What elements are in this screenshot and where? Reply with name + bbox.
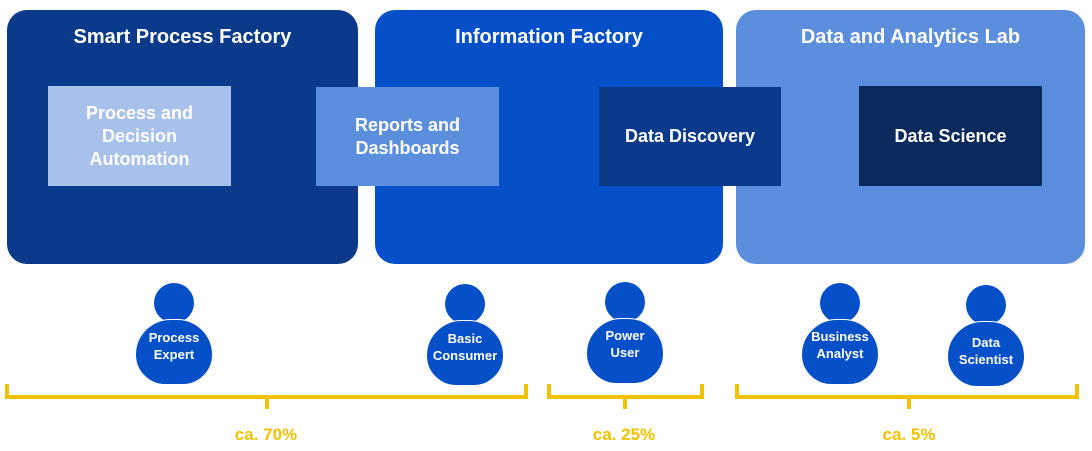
data-scientist-label: Data Scientist xyxy=(958,335,1014,367)
process-expert-person-icon: Process Expert xyxy=(134,283,214,385)
basic-consumer-person-icon: Basic Consumer xyxy=(425,284,505,386)
basic-consumer-label: Basic Consumer xyxy=(432,331,498,363)
business-analyst-person-icon: Business Analyst xyxy=(800,283,880,385)
data-analytics-lab-title: Data and Analytics Lab xyxy=(800,26,1021,48)
person-head xyxy=(605,282,645,322)
data-discovery-label: Data Discovery xyxy=(624,126,756,146)
data-scientist-person-icon: Data Scientist xyxy=(946,285,1026,387)
power-user-person-icon: Power User xyxy=(585,282,665,384)
share-70-percent-label: ca. 70% xyxy=(234,425,298,444)
process-decision-automation-label: Process and Decision Automation xyxy=(85,102,194,169)
data-science-box: Data Science xyxy=(859,86,1042,186)
person-body xyxy=(586,318,664,384)
person-head xyxy=(445,284,485,324)
person-body xyxy=(426,320,504,386)
person-head xyxy=(820,283,860,323)
reports-dashboards-label: Reports and Dashboards xyxy=(354,114,460,158)
share-5-percent-label: ca. 5% xyxy=(882,425,936,444)
information-factory-title: Information Factory xyxy=(455,26,643,48)
smart-process-factory-title: Smart Process Factory xyxy=(73,26,292,48)
business-analyst-label: Business Analyst xyxy=(811,329,869,361)
person-body xyxy=(801,319,879,385)
brace-70-percent xyxy=(5,384,528,409)
person-body xyxy=(947,321,1025,387)
data-discovery-box: Data Discovery xyxy=(599,87,781,186)
brace-25-percent xyxy=(547,384,704,409)
person-body xyxy=(135,319,213,385)
process-decision-automation-box: Process and Decision Automation xyxy=(48,86,231,186)
data-science-label: Data Science xyxy=(894,125,1007,146)
power-user-label: Power User xyxy=(605,328,645,360)
reports-dashboards-box: Reports and Dashboards xyxy=(316,87,499,186)
person-head xyxy=(966,285,1006,325)
person-head xyxy=(154,283,194,323)
share-25-percent-label: ca. 25% xyxy=(592,425,656,444)
process-expert-label: Process Expert xyxy=(148,330,200,362)
brace-5-percent xyxy=(735,384,1079,409)
